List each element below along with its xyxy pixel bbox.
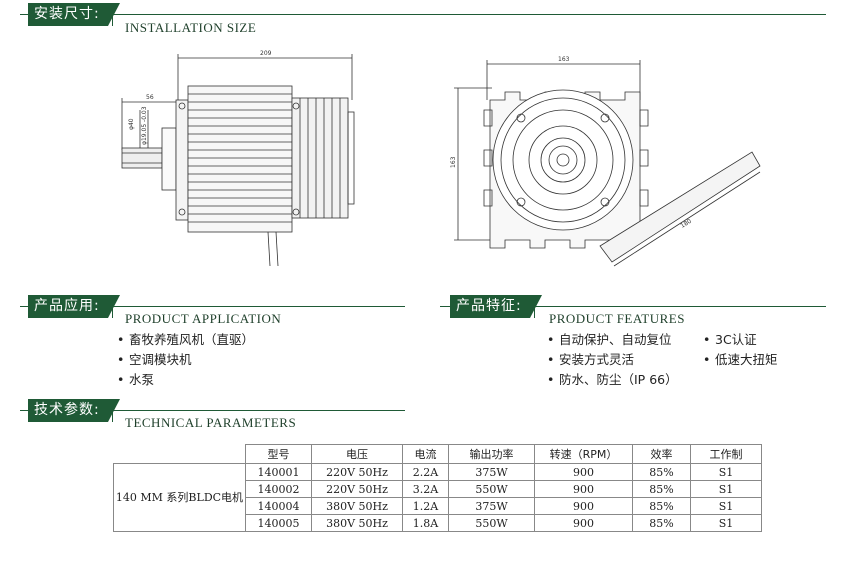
application-tag: 产品应用: [28,295,120,318]
dim-56: 56 [146,94,154,101]
application-list: 畜牧养殖风机（直驱） 空调模块机 水泵 [117,330,254,390]
features-list-right: 3C认证 低速大扭矩 [703,330,778,370]
features-title: PRODUCT FEATURES [549,311,685,326]
installation-title: INSTALLATION SIZE [125,20,257,35]
installation-divider [20,14,826,15]
application-item: 空调模块机 [117,350,254,370]
technical-divider [20,410,405,411]
cell-model: 140005 [245,514,312,532]
features-tag: 产品特征: [450,295,542,318]
cell-voltage: 220V 50Hz [311,480,403,498]
features-list-left: 自动保护、自动复位 安装方式灵活 防水、防尘（IP 66） [547,330,678,390]
installation-tick [112,14,113,26]
dim-180: 180 [679,218,693,230]
header-model: 型号 [245,444,312,464]
header-current: 电流 [402,444,449,464]
cell-duty: S1 [690,463,762,481]
cell-voltage: 220V 50Hz [311,463,403,481]
header-efficiency: 效率 [632,444,691,464]
cell-model: 140001 [245,463,312,481]
cell-duty: S1 [690,480,762,498]
cell-speed: 900 [534,514,633,532]
cell-efficiency: 85% [632,480,691,498]
header-duty: 工作制 [690,444,762,464]
cell-current: 2.2A [402,463,449,481]
application-divider [20,306,405,307]
feature-item: 低速大扭矩 [703,350,778,370]
cell-speed: 900 [534,497,633,515]
application-title: PRODUCT APPLICATION [125,311,282,326]
cell-duty: S1 [690,514,762,532]
cell-model: 140002 [245,480,312,498]
feature-item: 3C认证 [703,330,778,350]
feature-item: 防水、防尘（IP 66） [547,370,678,390]
installation-drawing: 209 56 φ40 φ19.05 -0.03 163 163 180 [121,50,761,267]
dim-phi40: φ40 [128,118,135,130]
application-tick [112,306,113,318]
series-cell: 140 MM 系列BLDC电机 [113,463,246,532]
cell-efficiency: 85% [632,497,691,515]
dim-phi19: φ19.05 -0.03 [141,106,148,145]
table-header-row: 型号 电压 电流 输出功率 转速（RPM） 效率 工作制 [113,444,762,464]
feature-item: 安装方式灵活 [547,350,678,370]
cell-efficiency: 85% [632,463,691,481]
cell-model: 140004 [245,497,312,515]
cell-speed: 900 [534,480,633,498]
technical-title: TECHNICAL PARAMETERS [125,415,297,430]
cell-power: 375W [448,497,535,515]
features-divider [440,306,826,307]
features-tick [534,306,535,318]
cell-current: 1.2A [402,497,449,515]
header-empty [113,444,246,464]
cell-duty: S1 [690,497,762,515]
dim-163-height: 163 [450,156,457,168]
feature-item: 自动保护、自动复位 [547,330,678,350]
table-row: 140004 380V 50Hz 1.2A 375W 900 85% S1 [114,497,762,515]
cell-power: 550W [448,480,535,498]
table-row: 140 MM 系列BLDC电机 140001 220V 50Hz 2.2A 37… [113,463,762,532]
parameters-table: 型号 电压 电流 输出功率 转速（RPM） 效率 工作制 140 MM 系列BL… [113,444,762,532]
cell-power: 550W [448,514,535,532]
dim-163-width: 163 [558,56,570,63]
cell-efficiency: 85% [632,514,691,532]
header-power: 输出功率 [448,444,535,464]
technical-tick [112,410,113,422]
cell-voltage: 380V 50Hz [311,497,403,515]
technical-tag: 技术参数: [28,399,120,422]
cell-power: 375W [448,463,535,481]
cell-voltage: 380V 50Hz [311,514,403,532]
table-row: 140005 380V 50Hz 1.8A 550W 900 85% S1 [114,514,762,532]
application-item: 畜牧养殖风机（直驱） [117,330,254,350]
header-speed: 转速（RPM） [534,444,633,464]
header-voltage: 电压 [311,444,403,464]
installation-tag: 安装尺寸: [28,3,120,26]
application-item: 水泵 [117,370,254,390]
cell-speed: 900 [534,463,633,481]
dim-209: 209 [260,50,272,57]
cell-current: 1.8A [402,514,449,532]
cell-current: 3.2A [402,480,449,498]
